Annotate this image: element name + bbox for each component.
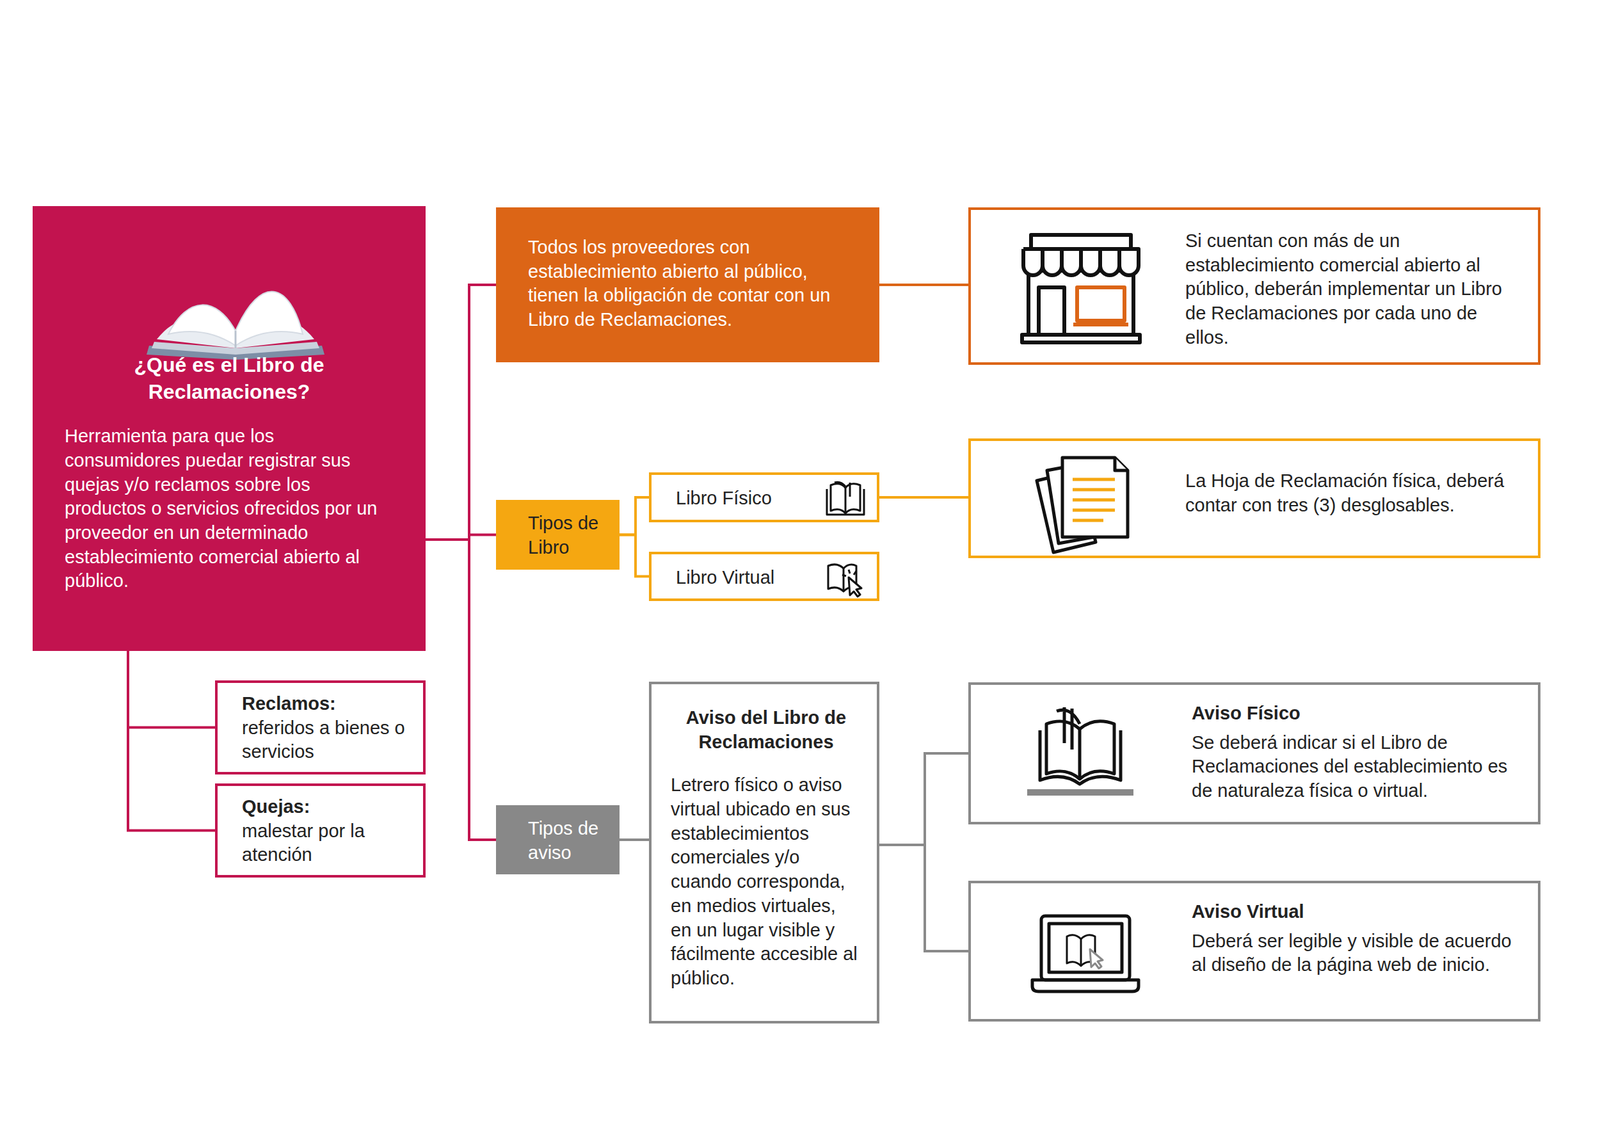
connector-line: [619, 497, 649, 536]
laptop-book-icon: [1029, 913, 1142, 994]
box-text: Todos los proveedores con establecimient…: [528, 235, 861, 333]
box-text: Tipos de Libro: [528, 511, 607, 560]
box-heading: Aviso Físico: [1191, 701, 1513, 726]
box-text: Deberá ser legible y visible de acuerdo …: [1191, 929, 1513, 978]
notice-type-box: Aviso Físico Se deberá indicar si el Libr…: [968, 682, 1541, 825]
box-text: Si cuentan con más de un establecimiento…: [1185, 229, 1513, 350]
box-text: malestar por la atención: [241, 819, 411, 868]
box-heading: ¿Qué es el Libro de Reclamaciones?: [64, 352, 394, 406]
branch-label-box: Tipos de aviso: [496, 805, 620, 875]
box-text: Libro Virtual: [675, 565, 813, 591]
category-box: Reclamos:referidos a bienes o servicios: [215, 680, 426, 775]
box-heading: Aviso del Libro de Reclamaciones: [670, 705, 862, 754]
info-box: La Hoja de Reclamación física, deberá co…: [968, 438, 1541, 559]
definition-box: ¿Qué es el Libro de Reclamaciones? Herram…: [32, 206, 426, 651]
book-type-box: Libro Virtual: [648, 551, 880, 601]
open-book-illustration: [142, 270, 329, 360]
box-text: Tipos de aviso: [528, 816, 607, 865]
connector-line: [425, 539, 496, 840]
box-text: Se deberá indicar si el Libro de Reclama…: [1191, 730, 1513, 804]
box-heading: Quejas:: [241, 794, 411, 820]
store-icon: [1019, 232, 1143, 345]
box-text: referidos a bienes o servicios: [241, 716, 411, 765]
connector-line: [128, 650, 216, 831]
connector-line: [879, 283, 969, 287]
branch-label-box: Tipos de Libro: [496, 499, 620, 570]
connector-line: [879, 844, 969, 952]
physical-book-icon: [824, 480, 867, 519]
box-heading: Reclamos:: [241, 691, 411, 717]
connector-line: [128, 650, 216, 728]
connector-line: [879, 496, 969, 499]
obligation-box: Todos los proveedores con establecimient…: [496, 207, 880, 363]
connector-line: [425, 284, 496, 540]
notice-box: Aviso del Libro de ReclamacionesLetrero …: [648, 681, 880, 1024]
box-text: Herramienta para que los consumidores pu…: [64, 424, 394, 594]
notice-type-box: Aviso VirtualDeberá ser legible y visibl…: [968, 880, 1541, 1022]
open-book-stand-icon: [1024, 704, 1136, 797]
box-text: Letrero físico o aviso virtual ubicado e…: [670, 773, 862, 991]
connector-line: [619, 838, 649, 841]
virtual-book-icon: [824, 559, 867, 598]
box-text: Libro Físico: [675, 486, 813, 511]
document-sheets-icon: [1032, 453, 1133, 555]
info-box: Si cuentan con más de un establecimiento…: [968, 207, 1541, 365]
connector-line: [619, 535, 649, 577]
category-box: Quejas:malestar por la atención: [215, 783, 426, 878]
box-heading: Aviso Virtual: [1191, 899, 1513, 925]
box-text: La Hoja de Reclamación física, deberá co…: [1185, 469, 1513, 518]
book-type-box: Libro Físico: [648, 472, 880, 523]
connector-line: [879, 753, 969, 845]
